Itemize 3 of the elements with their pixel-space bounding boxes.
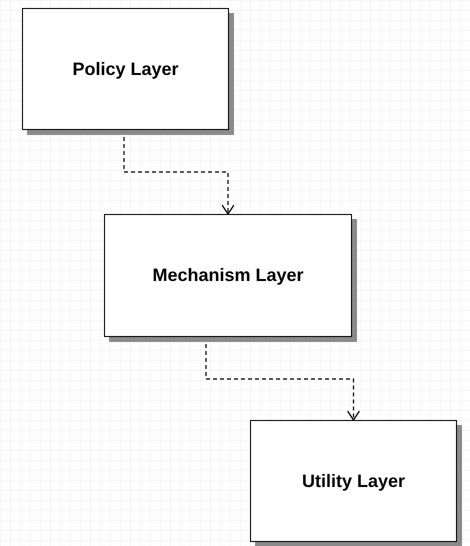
layer-label: Mechanism Layer xyxy=(152,264,304,287)
layer-label: Utility Layer xyxy=(302,470,406,493)
layer-label: Policy Layer xyxy=(72,58,179,81)
